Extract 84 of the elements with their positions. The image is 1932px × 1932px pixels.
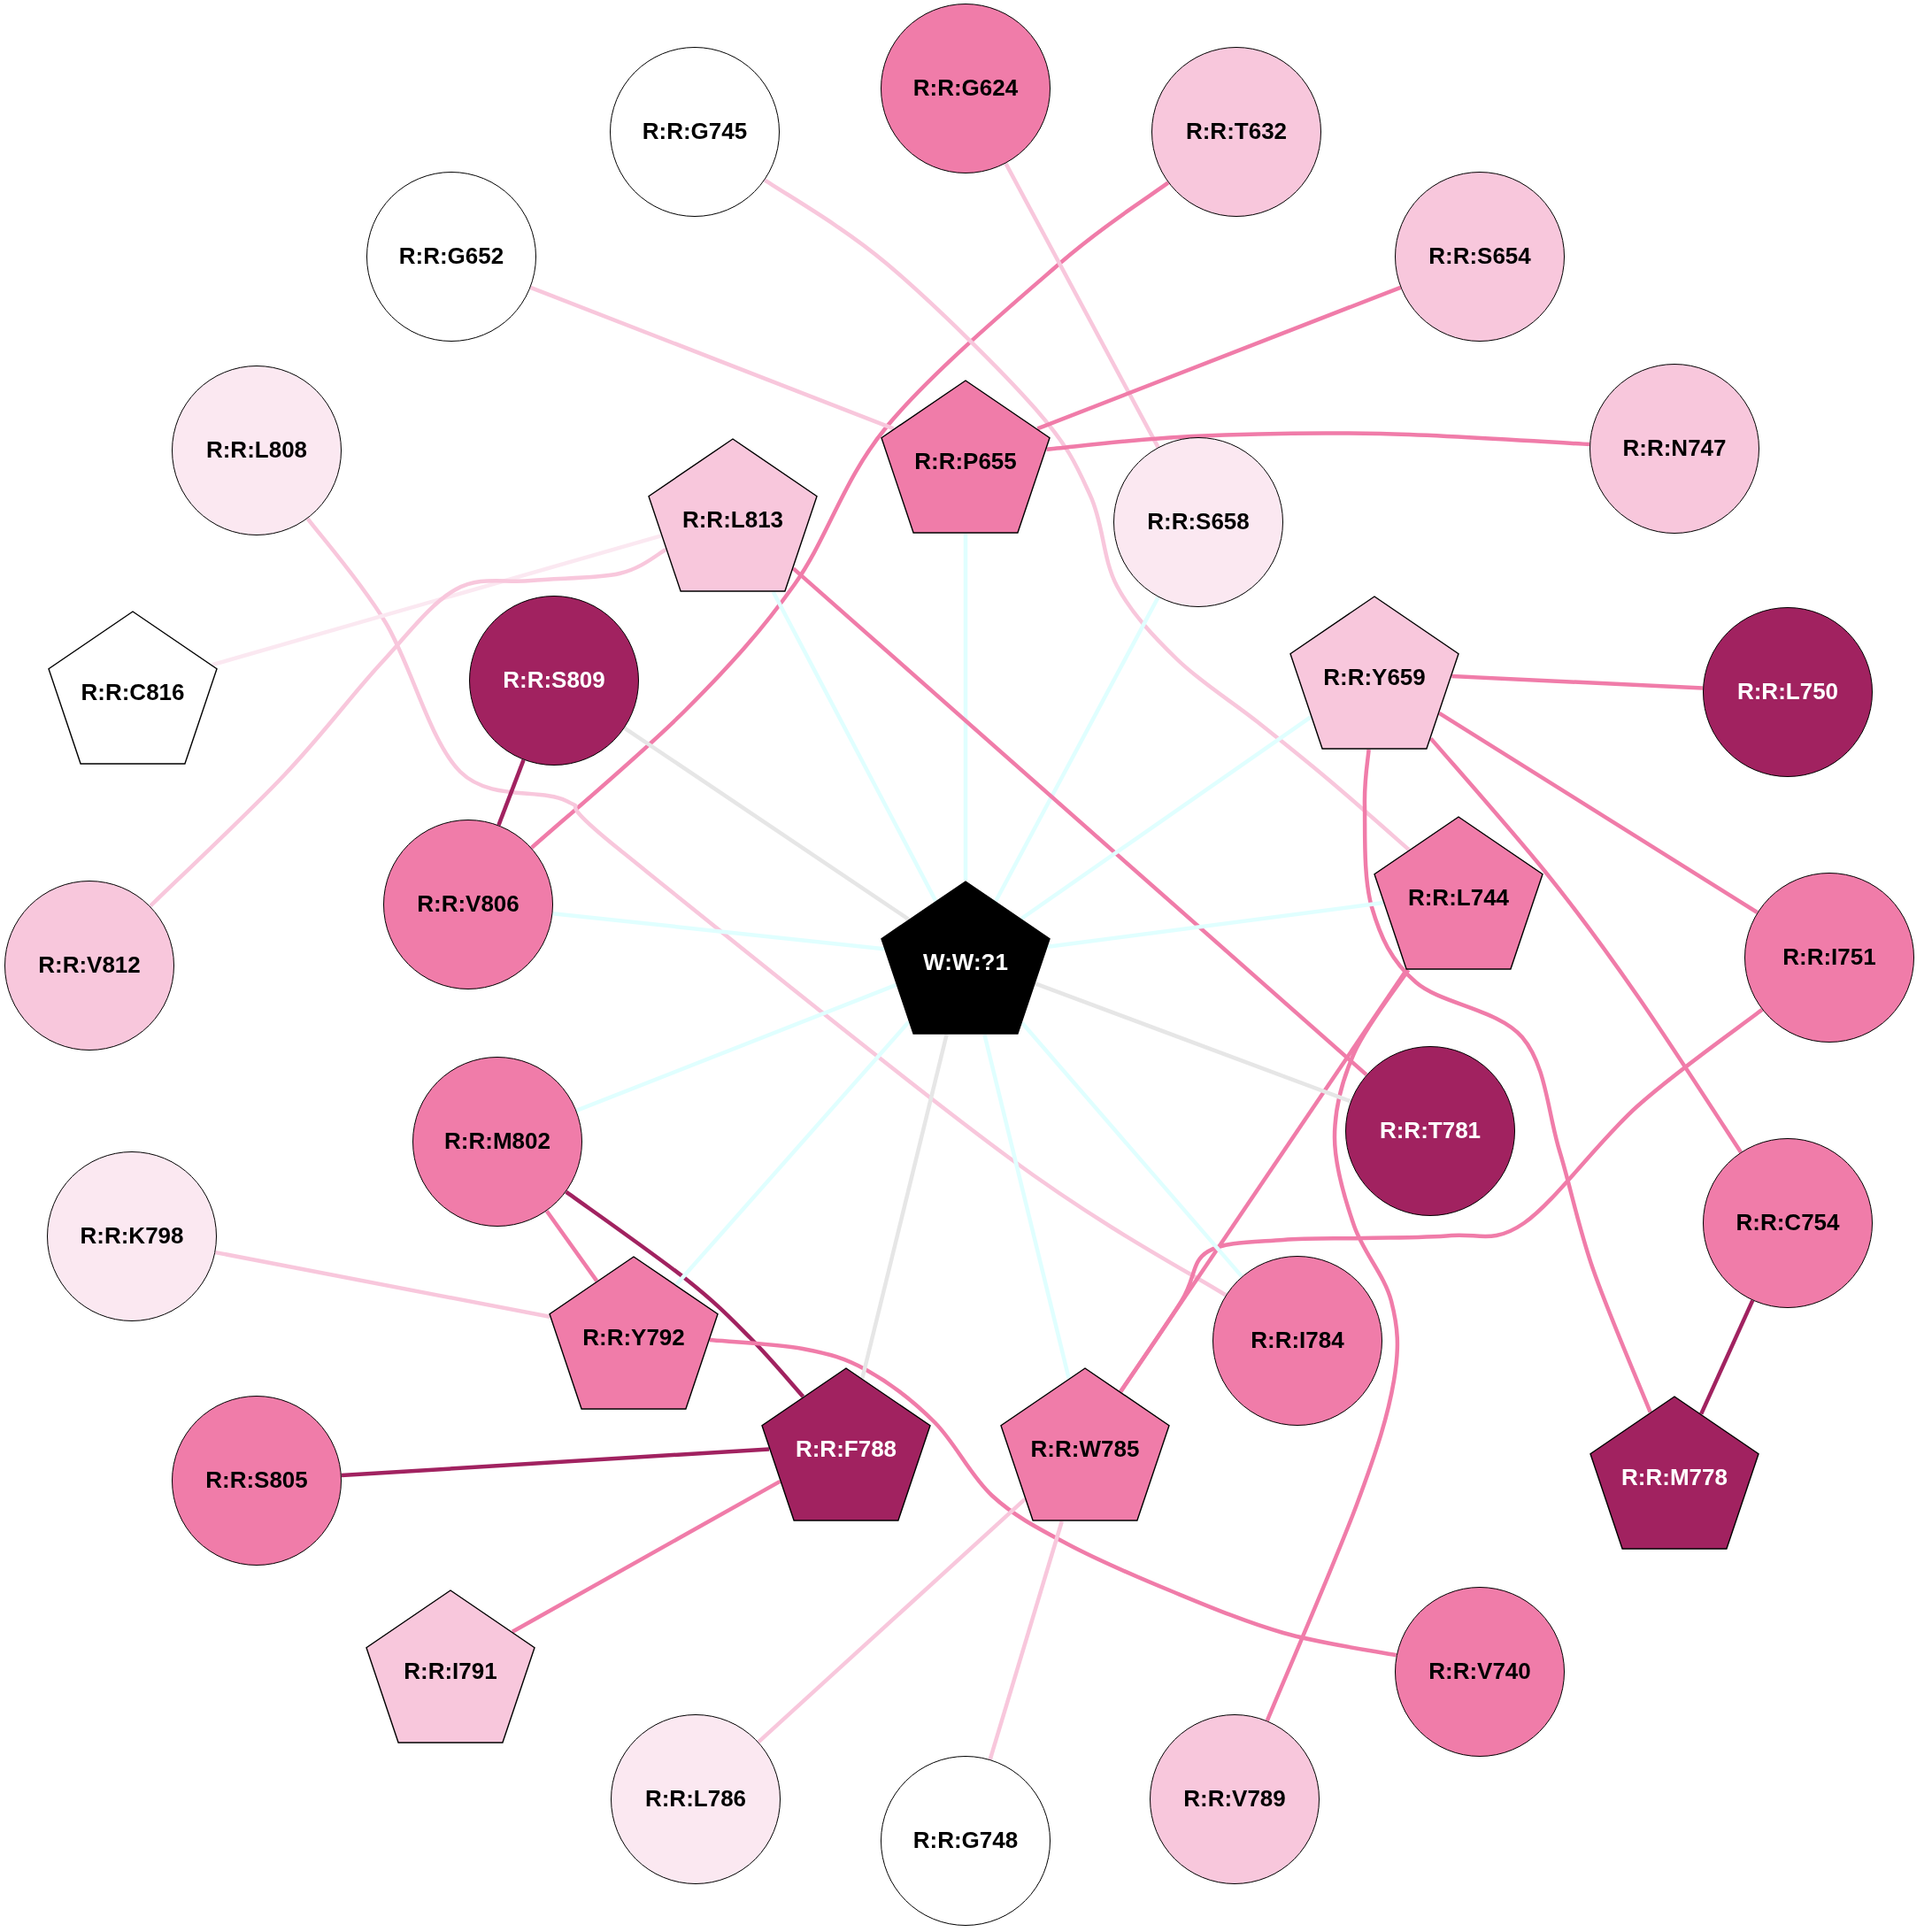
residue-label: R:R:G624	[912, 75, 1019, 102]
connector-line	[1429, 736, 1743, 1154]
residue-pentagon	[648, 438, 818, 592]
residue-label: R:R:G745	[642, 119, 748, 145]
residue-label: R:R:S658	[1147, 509, 1250, 535]
connector-line	[1699, 1299, 1755, 1415]
connector-line	[709, 1337, 1397, 1658]
residue-pentagon	[1289, 596, 1459, 750]
connector-line	[496, 758, 526, 827]
residue-label: R:R:V740	[1428, 1659, 1531, 1685]
residue-label: R:R:M802	[444, 1128, 550, 1155]
connector-line	[1036, 285, 1402, 431]
connector-line	[529, 285, 895, 431]
residue-pentagon	[1589, 1396, 1759, 1550]
residue-pentagon	[881, 881, 1051, 1035]
residue-label: W:W:?1	[923, 950, 1008, 976]
connector-line	[305, 517, 1228, 1297]
residue-pentagon	[1000, 1367, 1170, 1521]
residue-label: R:R:V789	[1183, 1786, 1286, 1813]
residue-label: R:R:L786	[644, 1786, 747, 1813]
residue-label: R:R:N747	[1622, 435, 1727, 462]
residue-label: R:R:C754	[1736, 1210, 1840, 1236]
residue-label: R:R:Y659	[1323, 665, 1426, 691]
residue-pentagon	[761, 1367, 931, 1521]
connector-line	[212, 534, 662, 667]
connector-line	[575, 982, 897, 1112]
residue-label: R:R:L744	[1407, 885, 1510, 912]
residue-label: R:R:Y792	[582, 1325, 685, 1351]
residue-label: R:R:L813	[681, 507, 784, 534]
connector-line	[674, 1020, 911, 1287]
connector-line	[994, 596, 1160, 903]
connector-line	[1438, 712, 1759, 914]
connector-line	[771, 590, 938, 903]
connector-line	[988, 1520, 1064, 1760]
residue-pentagon	[1374, 816, 1543, 970]
connector-line	[963, 534, 968, 881]
connector-line	[511, 1479, 781, 1634]
residue-label: R:R:S805	[205, 1467, 308, 1494]
connector-line	[623, 726, 911, 921]
connector-line	[1004, 162, 1160, 449]
connector-line	[214, 1250, 550, 1319]
connector-line	[565, 1189, 805, 1398]
residue-label: R:R:V812	[38, 952, 141, 979]
connector-line	[791, 566, 1368, 1077]
connector-line	[1265, 968, 1411, 1722]
residue-pentagon	[366, 1589, 535, 1743]
residue-label: R:R:G652	[398, 243, 504, 270]
connector-line	[1119, 1008, 1764, 1393]
connector-line	[1362, 749, 1652, 1413]
residue-label: R:R:W785	[1030, 1436, 1140, 1463]
connector-line	[1035, 981, 1351, 1104]
residue-label: R:R:K798	[80, 1223, 184, 1250]
connector-line	[1451, 674, 1704, 690]
connector-line	[530, 181, 1170, 850]
connector-line	[757, 1497, 1027, 1743]
residue-label: R:R:I784	[1251, 1328, 1344, 1354]
residue-label: R:R:T781	[1379, 1118, 1482, 1144]
residue-label: R:R:S654	[1428, 243, 1531, 270]
connector-line	[552, 911, 885, 951]
connector-line	[149, 548, 667, 908]
connector-line	[982, 1034, 1071, 1380]
residue-pentagon	[881, 380, 1051, 534]
residue-label: R:R:C816	[81, 680, 185, 706]
residue-label: R:R:P655	[914, 449, 1017, 475]
connector-line	[341, 1447, 770, 1478]
connector-line	[1020, 715, 1312, 920]
connector-line	[544, 1209, 599, 1282]
connector-line	[1047, 900, 1384, 950]
residue-label: R:R:I791	[404, 1659, 497, 1685]
connector-line	[1046, 431, 1590, 451]
residue-label: R:R:L750	[1736, 679, 1839, 705]
connector-line	[860, 1034, 949, 1380]
residue-pentagon	[48, 611, 218, 765]
residue-label: R:R:V806	[417, 891, 520, 918]
residue-label: R:R:M778	[1621, 1465, 1728, 1491]
residue-pentagon	[549, 1256, 719, 1410]
connector-line	[1020, 1021, 1243, 1278]
residue-label: R:R:T632	[1185, 119, 1288, 145]
residue-label: R:R:F788	[795, 1436, 897, 1463]
residue-label: R:R:I751	[1782, 944, 1876, 971]
connector-line	[763, 178, 1411, 851]
residue-label: R:R:G748	[912, 1828, 1019, 1854]
residue-label: R:R:S809	[503, 667, 605, 694]
residue-label: R:R:L808	[205, 437, 308, 464]
